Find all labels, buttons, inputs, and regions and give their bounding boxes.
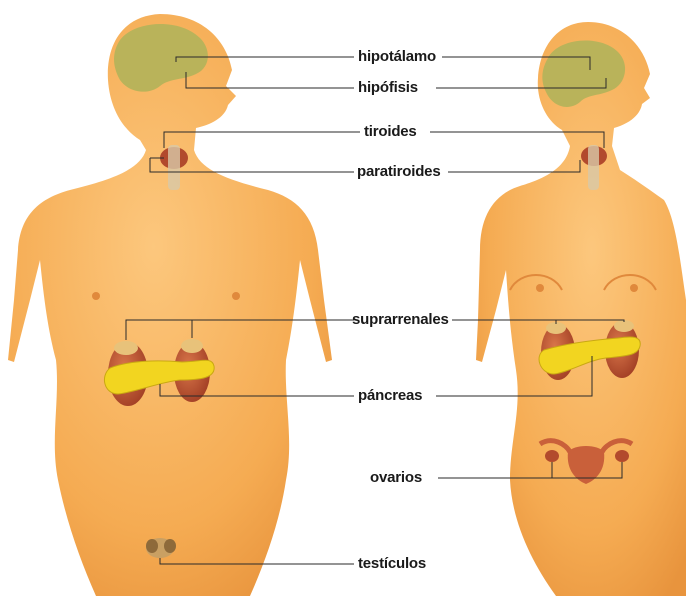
female-ovary-right — [615, 450, 629, 462]
label-suprarrenales: suprarrenales — [352, 311, 449, 329]
label-ovarios: ovarios — [370, 469, 422, 487]
female-figure — [476, 22, 686, 596]
label-pancreas: páncreas — [358, 387, 422, 405]
label-hipofisis: hipófisis — [358, 79, 418, 97]
label-paratiroides: paratiroides — [357, 163, 440, 181]
female-ovary-left — [545, 450, 559, 462]
male-figure — [8, 14, 332, 596]
label-hipotalamo: hipotálamo — [358, 48, 436, 66]
label-testiculos: testículos — [358, 555, 426, 573]
label-tiroides: tiroides — [364, 123, 417, 141]
